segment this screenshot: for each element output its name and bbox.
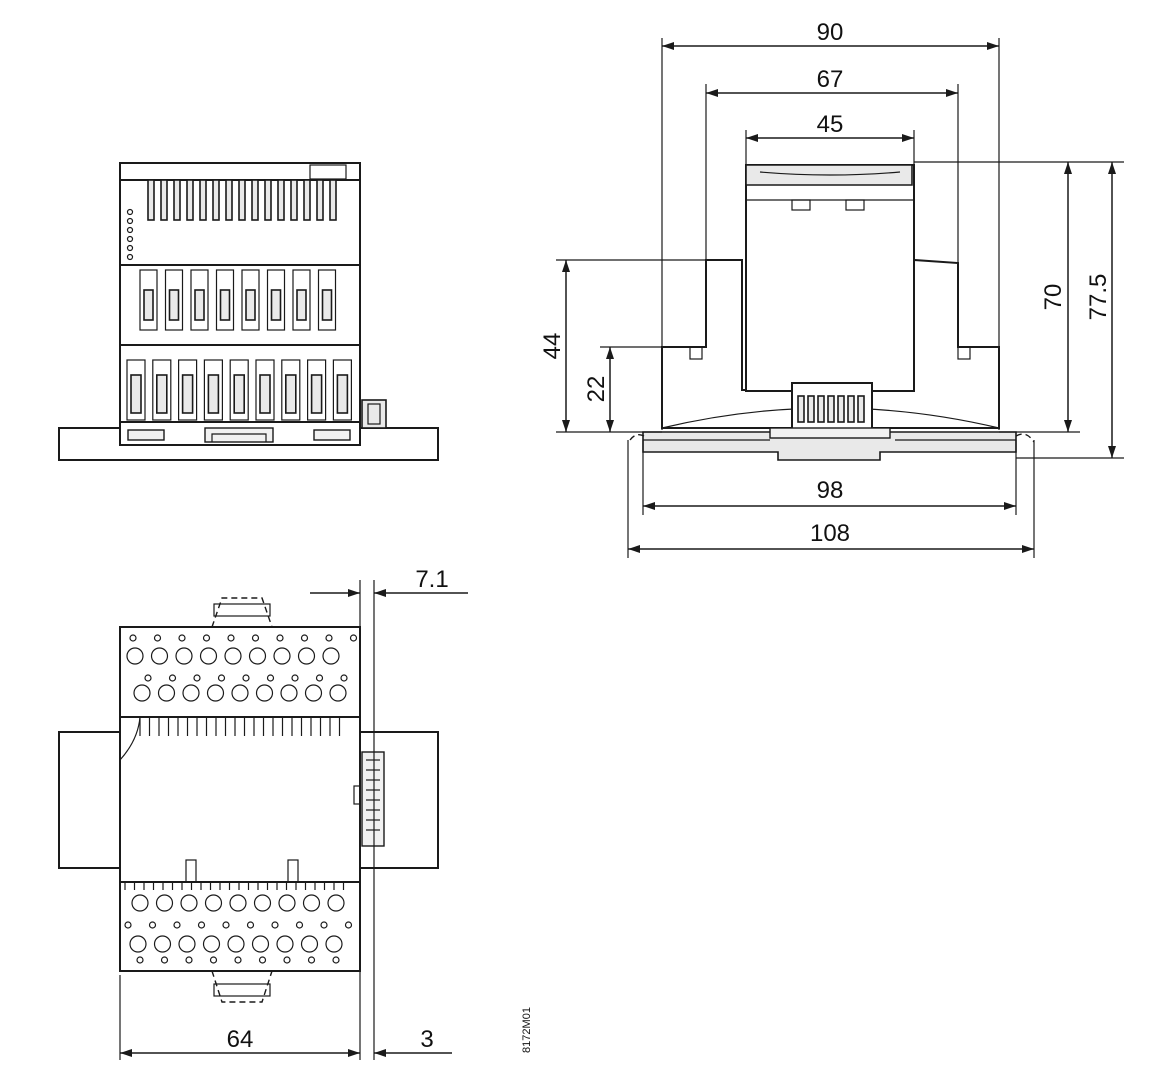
dim-67: 67: [817, 66, 844, 93]
dim-90: 90: [817, 19, 844, 46]
dim-64: 64: [227, 1026, 254, 1053]
bus-connector: [797, 395, 865, 423]
terminal-screws: [124, 634, 358, 964]
rail-clip: [366, 759, 380, 831]
dim-44: 44: [539, 333, 566, 360]
side-view: [629, 164, 1035, 461]
terminal-comb: [147, 179, 337, 221]
dim-70: 70: [1040, 284, 1067, 311]
top-view: [58, 597, 439, 1003]
dim-3: 3: [420, 1026, 433, 1053]
dim-7-1: 7.1: [415, 566, 448, 593]
front-view: [58, 162, 439, 461]
drawing-code: 8172M01: [521, 1007, 533, 1053]
din-rail-profile: [642, 431, 1017, 461]
dimensions: [119, 38, 1124, 1060]
terminal-row-lower: [126, 359, 352, 421]
upper-module: [745, 164, 915, 392]
rail-left: [58, 731, 122, 869]
led-column: [126, 208, 134, 261]
dim-45: 45: [817, 111, 844, 138]
dim-77-5: 77.5: [1085, 274, 1112, 321]
dim-108: 108: [810, 520, 850, 547]
dim-98: 98: [817, 477, 844, 504]
pin-header: [124, 717, 345, 890]
dim-22: 22: [583, 376, 610, 403]
terminal-row-middle: [139, 269, 337, 331]
module-body-top: [119, 626, 361, 972]
